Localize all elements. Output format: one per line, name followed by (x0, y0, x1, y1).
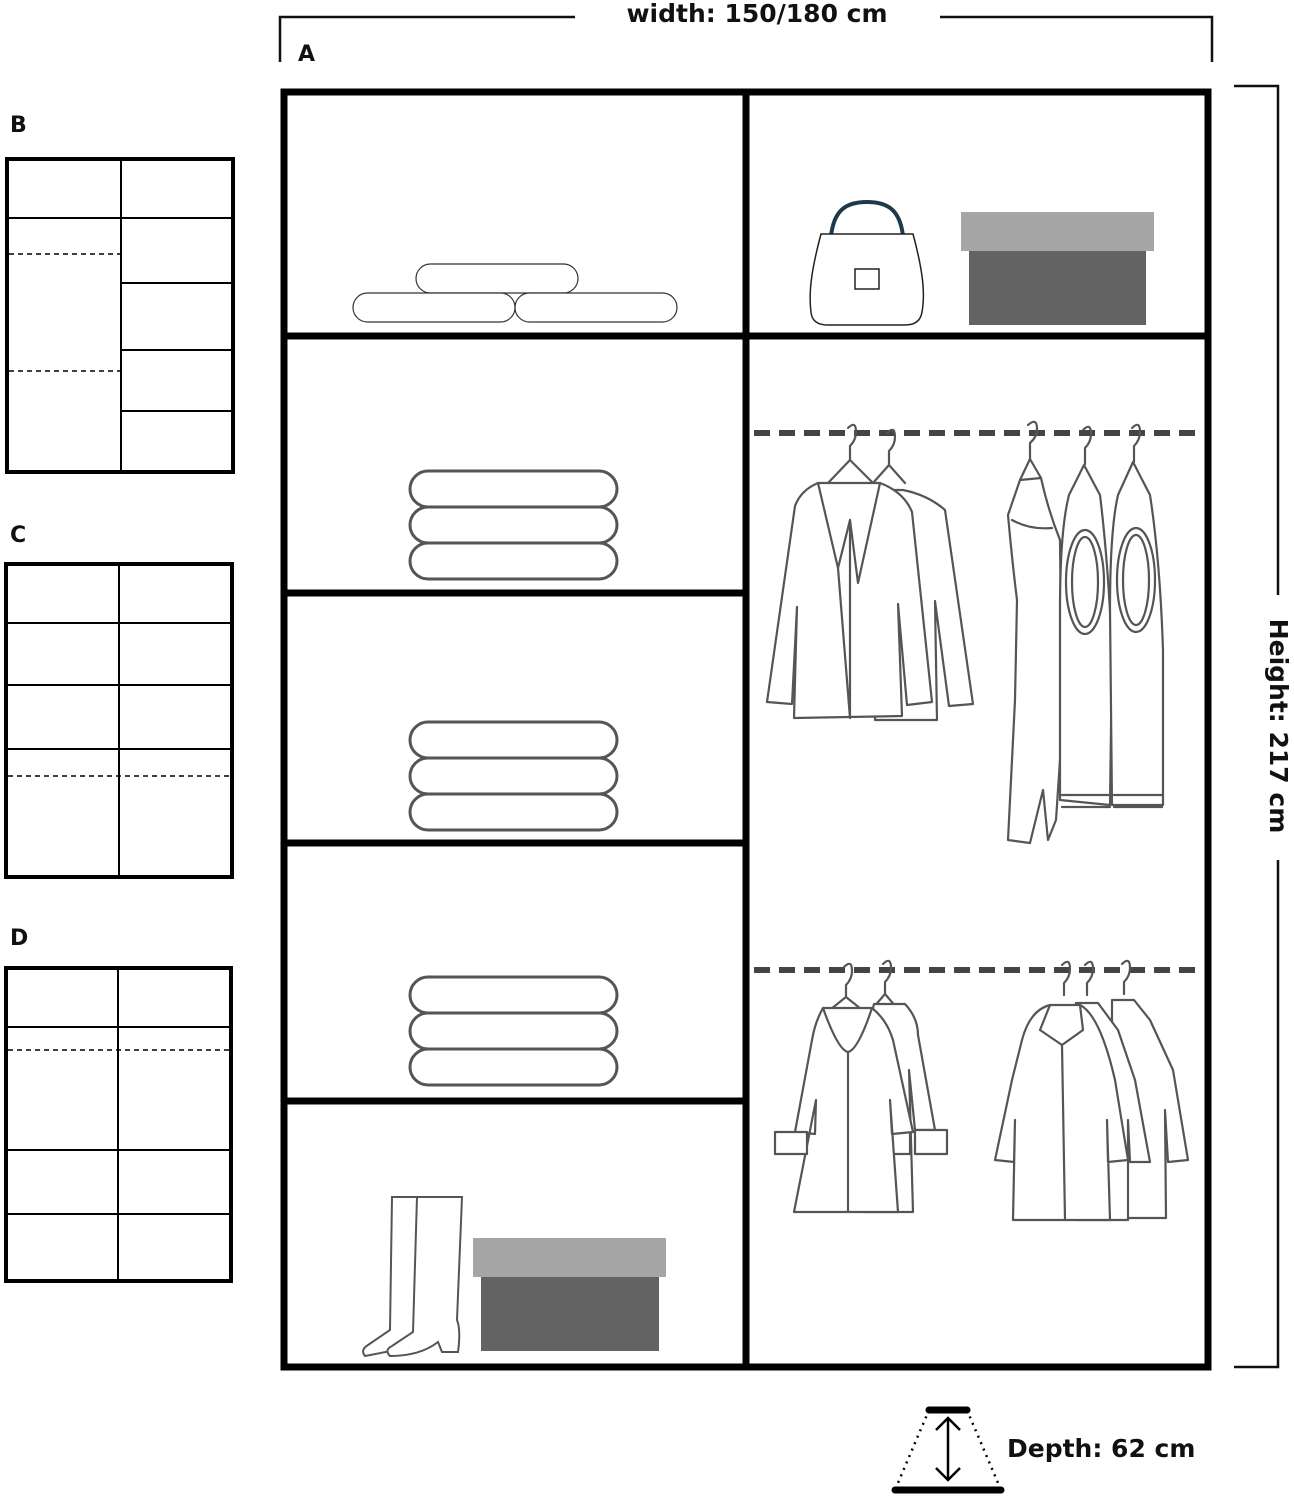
variant-label-b: B (10, 113, 27, 138)
folded-clothes-icon (352, 263, 678, 323)
depth-arrow-icon (891, 1406, 1005, 1494)
sweater-vest-on-hanger-icon (1058, 425, 1114, 809)
dress-on-hanger-icon (1006, 420, 1064, 845)
handbag-icon (809, 199, 925, 326)
variant-label-a: A (298, 42, 315, 67)
variant-c-layout (4, 562, 234, 879)
variant-b-layout (5, 157, 235, 474)
variant-label-d: D (10, 926, 28, 951)
folded-clothes-icon (408, 469, 619, 581)
coat-on-hanger-icon (773, 959, 949, 1214)
variant-label-c: C (10, 523, 26, 548)
storage-box-icon (473, 1238, 666, 1351)
sweater-vest-on-hanger-icon (1108, 423, 1165, 809)
folded-clothes-icon (408, 975, 619, 1087)
width-dimension: width: 150/180 cm (278, 0, 1214, 62)
depth-label: Depth: 62 cm (1007, 1434, 1195, 1463)
shirt-on-hanger-icon (993, 959, 1190, 1222)
width-label: width: 150/180 cm (626, 0, 887, 28)
height-label: Height: 217 cm (1264, 619, 1293, 834)
folded-clothes-icon (408, 720, 619, 832)
height-dimension: Height: 217 cm (1234, 84, 1293, 1369)
variant-d-layout (4, 966, 233, 1283)
storage-box-icon (961, 212, 1154, 325)
boot-icon (362, 1196, 464, 1358)
wardrobe-frame (280, 88, 1212, 1371)
coat-on-hanger-icon (765, 423, 975, 722)
